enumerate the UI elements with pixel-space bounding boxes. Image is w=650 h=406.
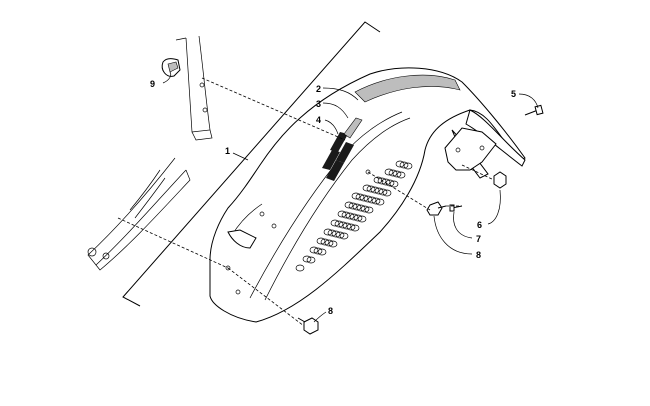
vent-hole (363, 195, 373, 203)
vent-hole (356, 204, 366, 212)
callout-2: 2 (316, 84, 321, 94)
vent-hole (375, 198, 385, 206)
vent-hole (328, 240, 338, 248)
vent-hole (392, 170, 402, 178)
vent-hole (384, 168, 394, 176)
bracket-plate (444, 127, 497, 171)
vent-hole (295, 264, 305, 272)
vent-hole (302, 255, 312, 263)
vent-hole (324, 239, 334, 247)
vent-hole (313, 247, 323, 255)
vent-hole (320, 238, 330, 246)
vent-hole (364, 206, 374, 214)
vent-hole (378, 188, 388, 196)
vent-hole (396, 171, 406, 179)
vent-hole (337, 210, 347, 218)
vent-hole (366, 185, 376, 193)
assembly-bracket (122, 21, 381, 307)
vent-hole (374, 187, 384, 195)
vent-hole (346, 223, 356, 231)
vent-hole (352, 203, 362, 211)
vent-hole (357, 215, 367, 223)
vent-hole (388, 169, 398, 177)
vent-hole (348, 202, 358, 210)
vent-hole (373, 176, 383, 184)
vent-hole (367, 196, 377, 204)
callout-6: 6 (477, 220, 482, 230)
vent-hole (344, 201, 354, 209)
callout-7: 7 (476, 234, 481, 244)
vent-hole (334, 220, 344, 228)
vent-hole (335, 231, 345, 239)
vent-hole (399, 161, 409, 169)
callout-5: 5 (511, 89, 516, 99)
callout-8-lower: 8 (328, 306, 333, 316)
vent-hole (342, 222, 352, 230)
vent-hole (338, 221, 348, 229)
vent-hole (355, 193, 365, 201)
vent-hole (362, 184, 372, 192)
vent-hole (339, 232, 349, 240)
vent-hole (381, 178, 391, 186)
vent-hole (359, 194, 369, 202)
frame-rail-upper (175, 35, 213, 141)
leader-lines (162, 71, 539, 323)
vent-hole (351, 192, 361, 200)
vent-hole (327, 229, 337, 237)
fender-part-1 (209, 67, 526, 323)
callout-1: 1 (225, 146, 230, 156)
vent-hole (331, 230, 341, 238)
vent-hole (330, 219, 340, 227)
vent-hole (370, 186, 380, 194)
vent-hole (323, 228, 333, 236)
vent-grid (295, 160, 413, 272)
vent-hole (341, 211, 351, 219)
callout-9: 9 (150, 79, 155, 89)
vent-hole (395, 160, 405, 168)
vent-hole (353, 214, 363, 222)
alignment-lines (117, 77, 495, 327)
vent-hole (377, 177, 387, 185)
vent-hole (306, 256, 316, 264)
callout-labels: 1 2 3 4 5 6 7 8 8 9 (150, 79, 516, 316)
vent-hole (403, 162, 413, 170)
washer-part-7 (449, 204, 463, 212)
vent-hole (349, 213, 359, 221)
vent-hole (389, 180, 399, 188)
nut-part-6 (493, 171, 507, 189)
vent-hole (371, 197, 381, 205)
bolt-part-8-upper (426, 201, 447, 216)
vent-hole (316, 237, 326, 245)
clip-part-9 (161, 58, 181, 77)
vent-hole (350, 224, 360, 232)
bolt-part-8-lower (297, 317, 319, 335)
bolt-part-5 (524, 104, 544, 116)
callout-4: 4 (316, 115, 321, 125)
callout-3: 3 (316, 99, 321, 109)
vent-hole (360, 205, 370, 213)
vent-hole (317, 248, 327, 256)
vent-hole (382, 189, 392, 197)
vent-hole (345, 212, 355, 220)
vent-hole (309, 246, 319, 254)
callout-8-upper: 8 (476, 250, 481, 260)
frame-rail-lower (87, 157, 191, 271)
